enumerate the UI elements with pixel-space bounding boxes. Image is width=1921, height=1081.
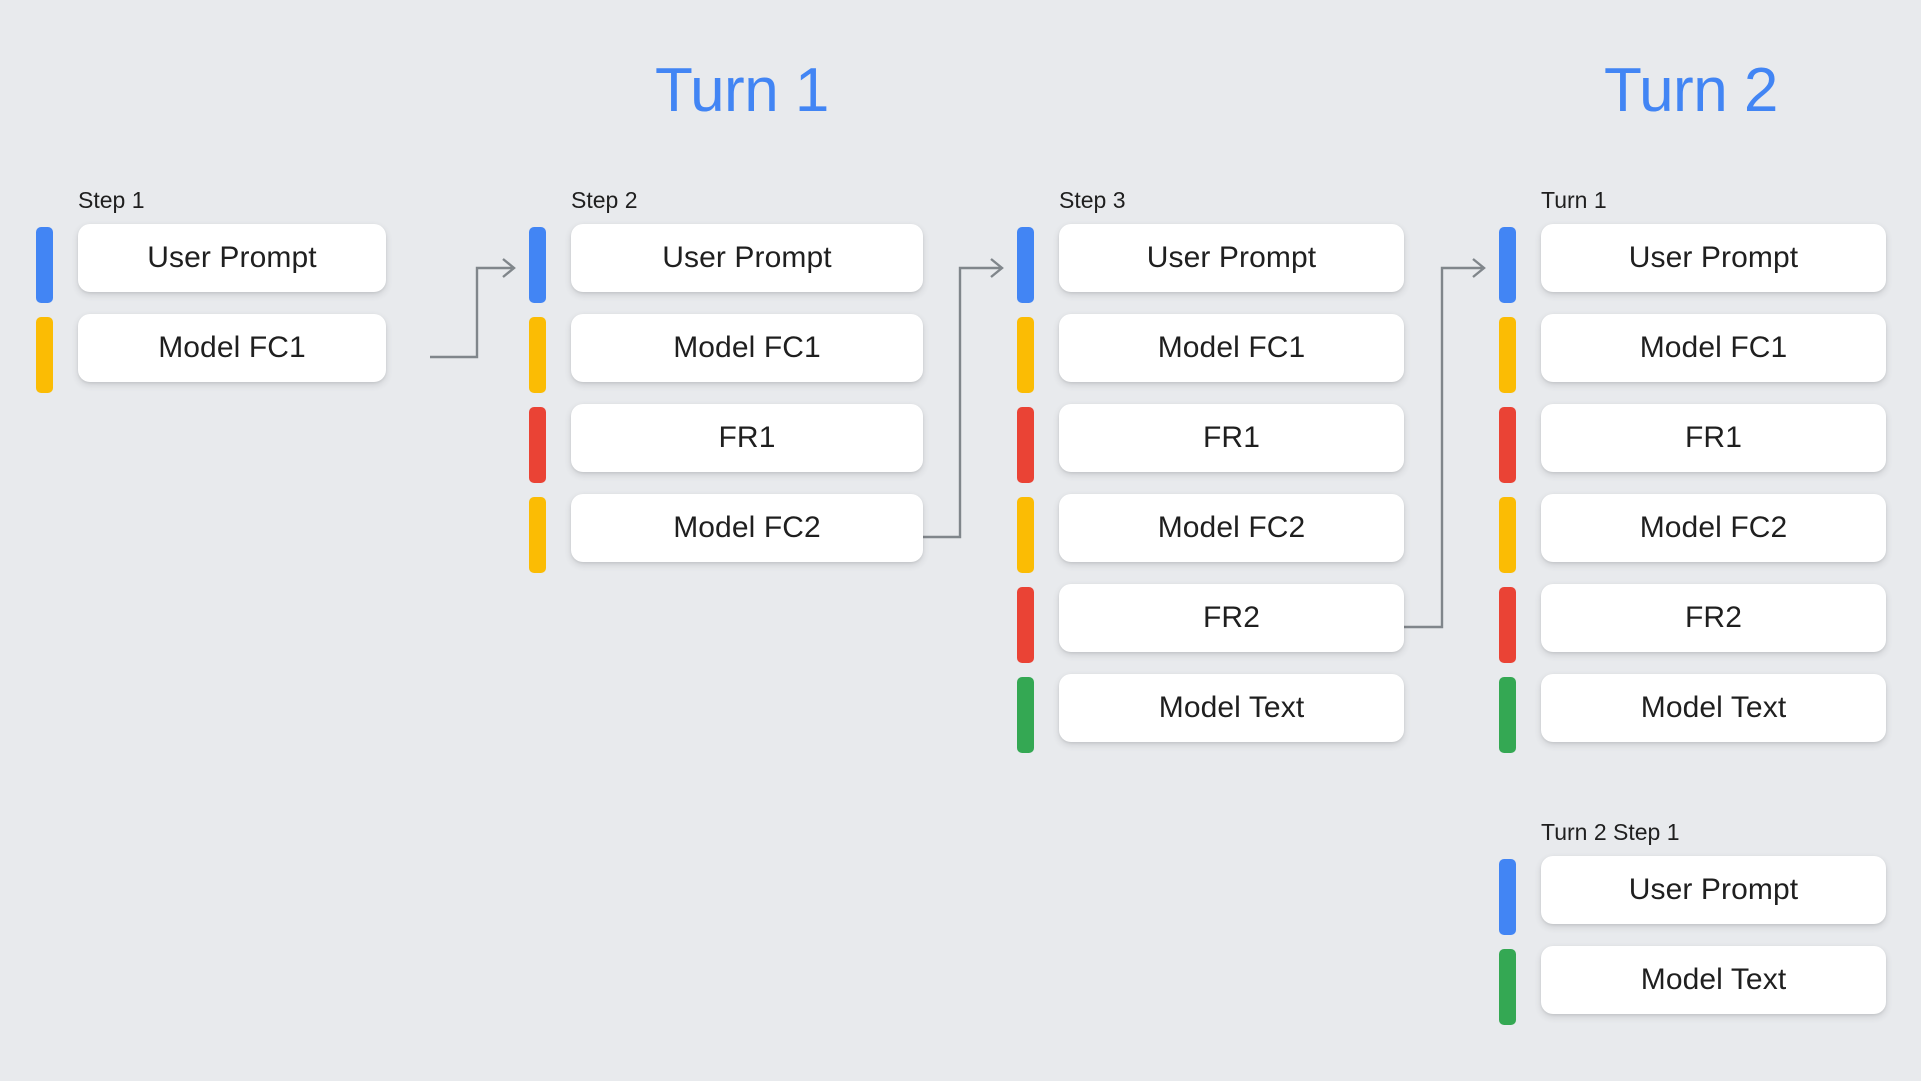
content-card[interactable]: FR1 [571,404,923,472]
color-bar-blue-icon [1017,227,1034,303]
content-card-label: User Prompt [1628,241,1799,274]
content-card[interactable]: Model Text [1059,674,1404,742]
content-card[interactable]: Model FC2 [1541,494,1886,562]
color-bar-yellow-icon [529,497,546,573]
content-card-label: Model FC1 [673,331,821,364]
content-card[interactable]: Model Text [1541,674,1886,742]
connector-step3-to-turn2 [1400,266,1482,629]
content-card-label: FR2 [1685,601,1742,634]
content-card-label: Model FC2 [1639,511,1788,544]
color-bar-red-icon [1017,587,1034,663]
content-card-label: User Prompt [662,241,832,274]
color-bar-red-icon [529,407,546,483]
color-bar-red-icon [1499,587,1516,663]
content-card-label: Model FC1 [158,331,306,364]
arrowhead-step3-to-turn2 [1472,258,1486,278]
turn-1-title: Turn 1 [655,56,829,125]
content-card[interactable]: User Prompt [78,224,386,292]
color-bar-red-icon [1017,407,1034,483]
color-bar-green-icon [1499,949,1516,1025]
content-card-label: Model FC1 [1157,331,1306,364]
content-card-label: Model Text [1640,691,1787,724]
column-label-step-2: Step 2 [571,187,638,213]
color-bar-red-icon [1499,407,1516,483]
color-bar-yellow-icon [1499,497,1516,573]
connector-step2-to-step3 [919,266,1000,539]
content-card[interactable]: FR2 [1059,584,1404,652]
column-label-turn-2-turn-1: Turn 1 [1541,187,1607,213]
content-card-label: Model FC1 [1639,331,1788,364]
content-card[interactable]: Model FC1 [571,314,923,382]
color-bar-yellow-icon [1499,317,1516,393]
color-bar-yellow-icon [1017,317,1034,393]
column-label-step-1: Step 1 [78,187,145,213]
content-card-label: Model Text [1158,691,1305,724]
color-bar-blue-icon [1499,859,1516,935]
color-bar-yellow-icon [36,317,53,393]
connector-step1-to-step2 [430,266,512,359]
arrowhead-step1-to-step2 [502,258,516,278]
content-card[interactable]: FR1 [1541,404,1886,472]
content-card[interactable]: FR2 [1541,584,1886,652]
content-card[interactable]: User Prompt [571,224,923,292]
content-card[interactable]: Model FC1 [1541,314,1886,382]
content-card[interactable]: User Prompt [1541,856,1886,924]
content-card-label: FR1 [1203,421,1260,454]
content-card[interactable]: Model Text [1541,946,1886,1014]
column-label-turn-2-step-1: Turn 2 Step 1 [1541,819,1680,845]
color-bar-blue-icon [1499,227,1516,303]
content-card[interactable]: Model FC1 [1059,314,1404,382]
color-bar-blue-icon [36,227,53,303]
color-bar-yellow-icon [529,317,546,393]
column-label-step-3: Step 3 [1059,187,1126,213]
content-card[interactable]: Model FC2 [571,494,923,562]
arrowhead-step2-to-step3 [990,258,1004,278]
content-card-label: FR1 [1685,421,1742,454]
content-card[interactable]: Model FC1 [78,314,386,382]
content-card-label: FR2 [1203,601,1260,634]
content-card[interactable]: Model FC2 [1059,494,1404,562]
color-bar-yellow-icon [1017,497,1034,573]
content-card-label: Model FC2 [673,511,821,544]
color-bar-green-icon [1499,677,1516,753]
content-card[interactable]: User Prompt [1541,224,1886,292]
content-card-label: Model Text [1640,963,1787,996]
color-bar-blue-icon [529,227,546,303]
color-bar-green-icon [1017,677,1034,753]
content-card[interactable]: User Prompt [1059,224,1404,292]
content-card-label: Model FC2 [1157,511,1306,544]
content-card-label: User Prompt [1628,873,1799,906]
content-card-label: FR1 [718,421,776,454]
content-card-label: User Prompt [147,241,317,274]
content-card[interactable]: FR1 [1059,404,1404,472]
turn-2-title: Turn 2 [1604,56,1778,125]
content-card-label: User Prompt [1146,241,1317,274]
